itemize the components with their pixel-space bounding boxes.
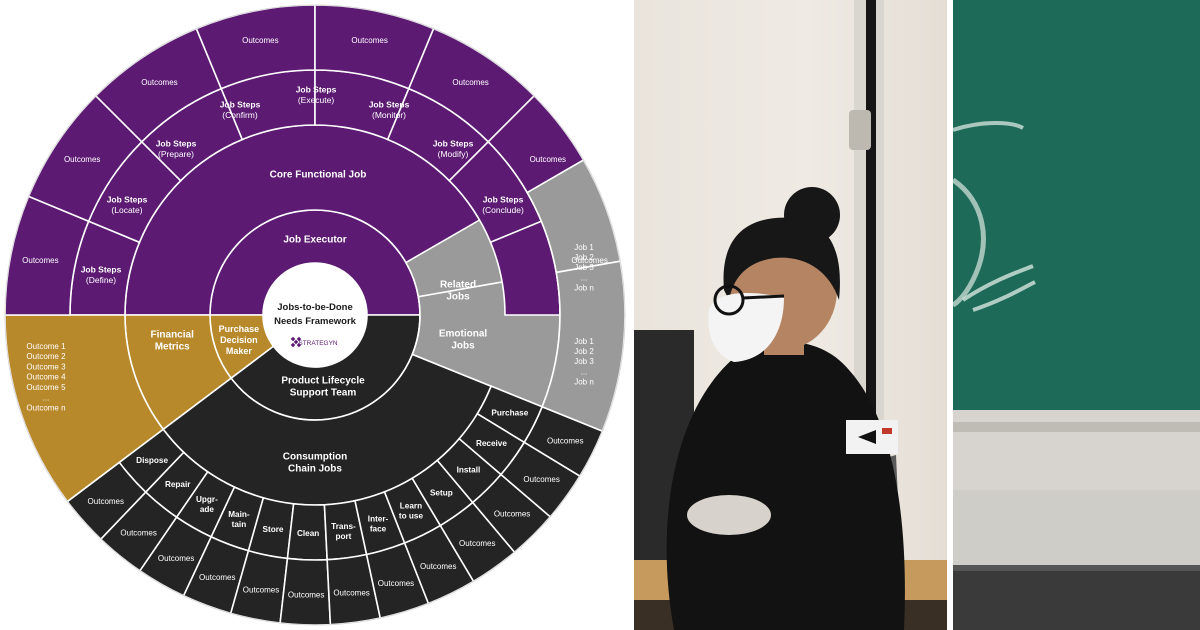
- emotional-job-item: ...: [581, 367, 588, 376]
- emotional-job-item: Job 2: [574, 347, 594, 356]
- job-step-label: Job Steps(Define): [81, 265, 122, 286]
- consumption-step-label: Purchase: [491, 409, 528, 418]
- chalkboard-illustration: [953, 0, 1200, 630]
- related-job-item: Job 1: [574, 243, 594, 252]
- consumption-step-label: Trans-port: [331, 522, 356, 541]
- outcomes-label: Outcomes: [141, 78, 177, 87]
- outcomes-label: Outcomes: [452, 78, 488, 87]
- related-job-item: Job n: [574, 284, 594, 293]
- outcomes-label: Outcomes: [88, 497, 124, 506]
- strategyn-logo-icon: [290, 336, 302, 348]
- outcomes-label: Outcomes: [333, 588, 369, 597]
- emotional-job-item: Job 3: [574, 357, 594, 366]
- outcomes-label: Outcomes: [420, 562, 456, 571]
- financial-outcome-item: Outcome 5: [26, 383, 66, 392]
- center-circle: [263, 263, 367, 367]
- consumption-step-label: Dispose: [136, 456, 168, 465]
- consumption-step-label: Main-tain: [228, 510, 250, 529]
- consumption-step-label: Install: [457, 466, 481, 475]
- person-photo-icon: [634, 0, 947, 630]
- outcomes-label: Outcomes: [523, 475, 559, 484]
- outcomes-label: Outcomes: [530, 155, 566, 164]
- consumption-step-label: Repair: [165, 480, 191, 489]
- consumption-step-label: Clean: [297, 529, 319, 538]
- consumption-step-label: Setup: [430, 489, 453, 498]
- outcomes-label: Outcomes: [199, 573, 235, 582]
- job-step-label: Job Steps(Modify): [433, 139, 474, 160]
- core-functional-job-label: Core Functional Job: [270, 170, 367, 181]
- center-title-line2: Needs Framework: [274, 316, 357, 327]
- job-step-label: Job Steps(Execute): [296, 85, 337, 106]
- related-job-item: ...: [581, 273, 588, 282]
- outcomes-label: Outcomes: [494, 510, 530, 519]
- consumption-step-label: Upgr-ade: [196, 495, 218, 514]
- outcomes-label: Outcomes: [288, 591, 324, 600]
- job-step-label: Job Steps(Prepare): [156, 139, 197, 160]
- person-photo-illustration: [634, 0, 947, 630]
- consumption-step-label: Store: [263, 525, 284, 534]
- outcomes-label: Outcomes: [459, 539, 495, 548]
- consumption-step-label: Receive: [476, 439, 507, 448]
- outcomes-label: Outcomes: [571, 256, 607, 265]
- outcomes-label: Outcomes: [120, 528, 156, 537]
- outcomes-label: Outcomes: [242, 36, 278, 45]
- job-step-label: Job Steps(Conclude): [482, 195, 524, 216]
- financial-outcome-item: Outcome n: [26, 404, 65, 413]
- emotional-job-item: Job n: [574, 378, 594, 387]
- financial-outcome-item: Outcome 3: [26, 362, 66, 371]
- outcomes-label: Outcomes: [64, 155, 100, 164]
- financial-outcome-item: Outcome 1: [26, 342, 66, 351]
- outer-ring-border: [4, 4, 626, 626]
- job-step-label: Job Steps(Confirm): [220, 100, 261, 121]
- financial-outcome-item: ...: [43, 393, 50, 402]
- outcomes-label: Outcomes: [158, 554, 194, 563]
- financial-outcome-item: Outcome 2: [26, 352, 66, 361]
- related-job-item: Job 2: [574, 253, 594, 262]
- outcomes-label: Outcomes: [22, 256, 58, 265]
- center-title-line1: Jobs-to-be-Done: [277, 302, 352, 313]
- outcomes-label: Outcomes: [351, 36, 387, 45]
- chalkboard-photo-icon: [953, 0, 1200, 630]
- emotional-job-item: Job 1: [574, 337, 594, 346]
- outcomes-label: Outcomes: [243, 586, 279, 595]
- job-step-label: Job Steps(Monitor): [369, 100, 410, 121]
- image-gap: [947, 0, 953, 630]
- related-job-item: Job 3: [574, 263, 594, 272]
- job-step-label: Job Steps(Locate): [107, 195, 148, 216]
- job-executor-label: Job Executor: [283, 235, 346, 246]
- financial-outcome-item: Outcome 4: [26, 373, 66, 382]
- outcomes-label: Outcomes: [378, 579, 414, 588]
- image-gap: [632, 0, 634, 630]
- outcomes-label: Outcomes: [547, 436, 583, 445]
- strategyn-logo-text: STRATEGYN: [298, 340, 338, 347]
- consumption-step-label: Inter-face: [368, 515, 389, 534]
